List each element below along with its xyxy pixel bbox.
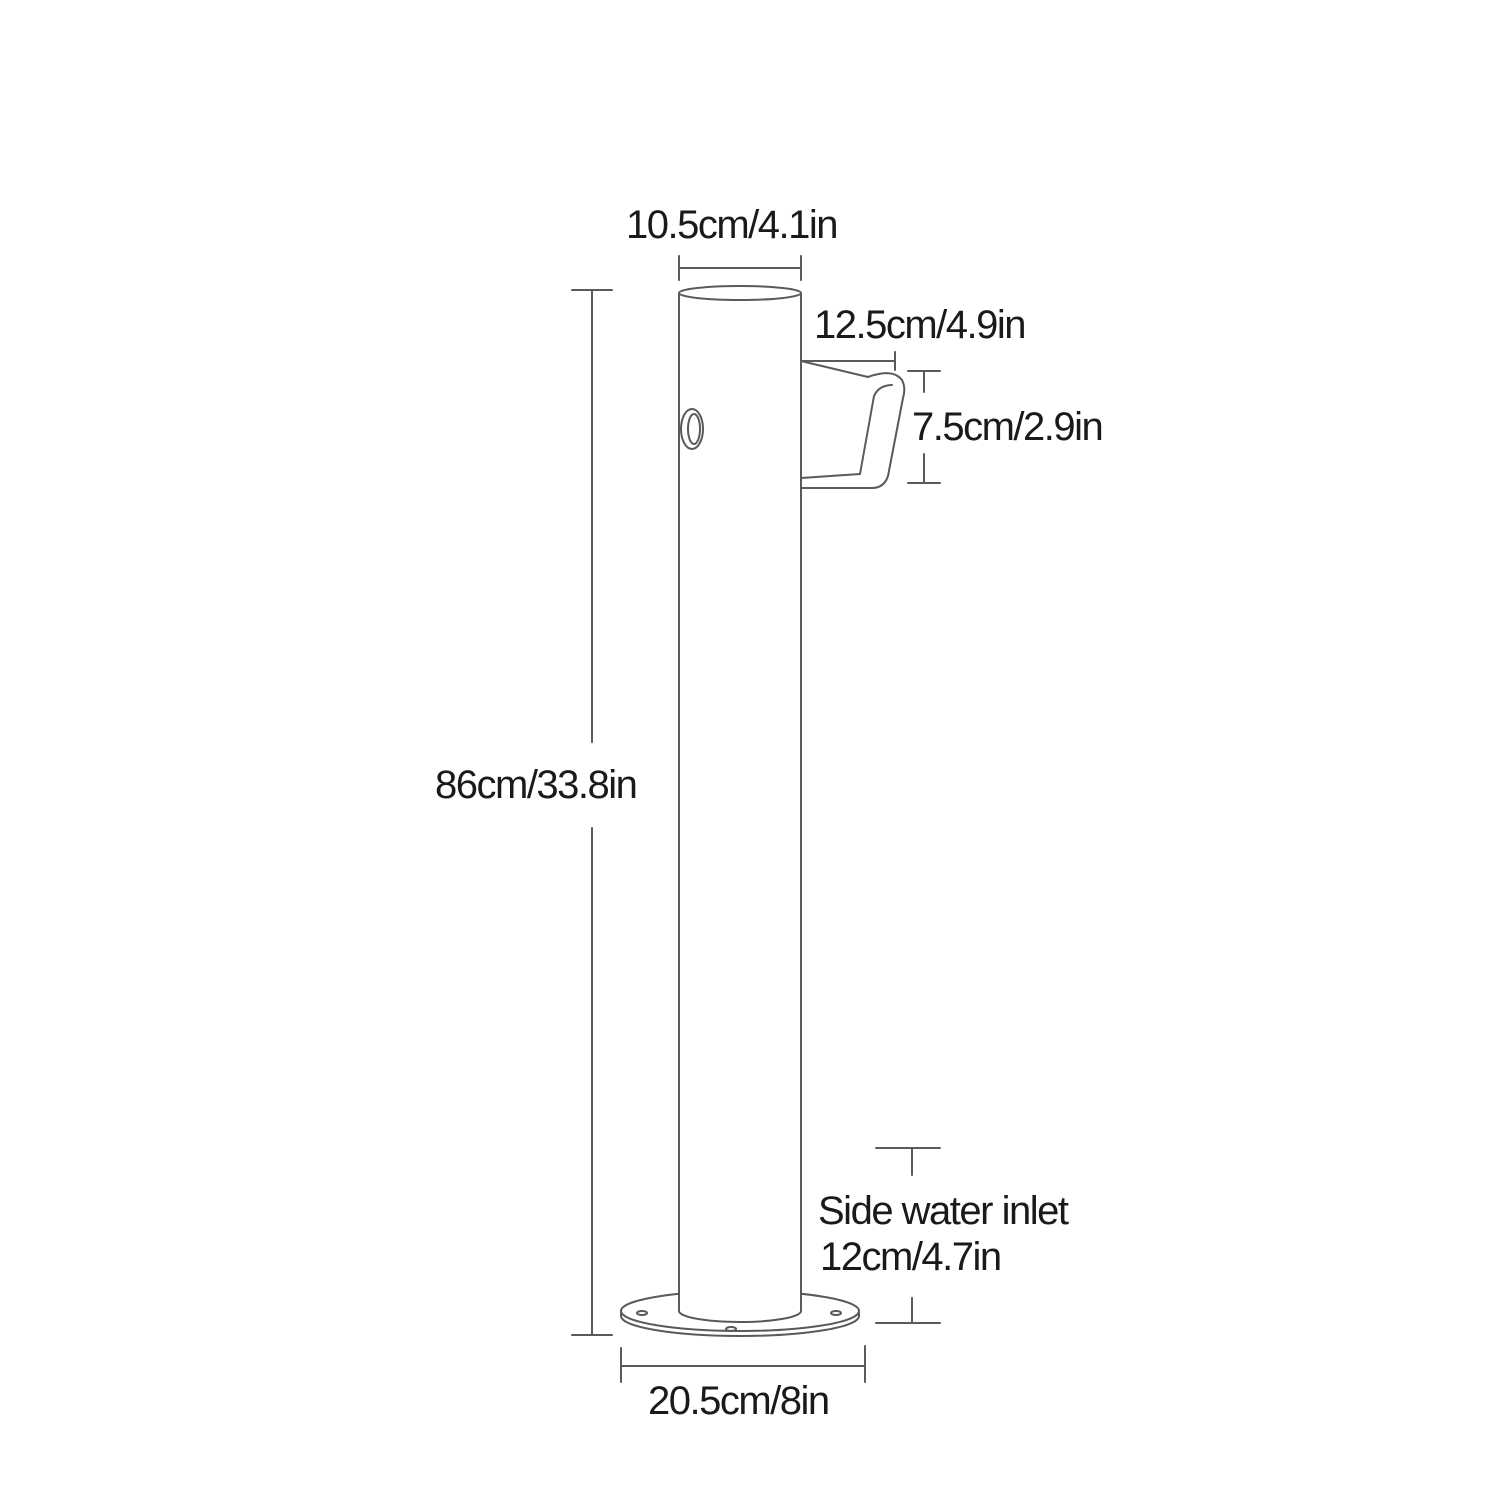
- hose-hook: [800, 360, 906, 489]
- top-width-label: 10.5cm/4.1in: [626, 203, 839, 247]
- tap-hole: [680, 408, 704, 450]
- hook-height-label: 7.5cm/2.9in: [912, 405, 1104, 449]
- dim-base-width: [620, 1345, 866, 1383]
- side-inlet-title-label: Side water inlet: [818, 1189, 1069, 1233]
- post-body: [678, 292, 802, 1323]
- hook-inner: [800, 384, 893, 479]
- base-screw-hole-right: [830, 1310, 842, 1316]
- base-plate-edge: [620, 1310, 860, 1337]
- dim-total-height: [571, 289, 613, 1336]
- dim-inlet-height: [875, 1147, 941, 1324]
- hook-outer: [800, 360, 906, 489]
- total-height-label: 86cm/33.8in: [435, 763, 638, 807]
- hook-depth-label: 12.5cm/4.9in: [814, 303, 1027, 347]
- dim-top-width: [678, 255, 802, 281]
- post-top-cap: [678, 285, 802, 301]
- dim-hook-height: [907, 370, 941, 484]
- side-inlet-height-label: 12cm/4.7in: [820, 1235, 1002, 1279]
- post: [678, 285, 802, 1323]
- base-screw-hole-front: [725, 1326, 737, 1332]
- base-screw-hole-left: [636, 1310, 648, 1316]
- tap-hole-inner: [687, 413, 701, 445]
- base-width-label: 20.5cm/8in: [648, 1379, 830, 1423]
- dim-hook-depth: [800, 351, 896, 371]
